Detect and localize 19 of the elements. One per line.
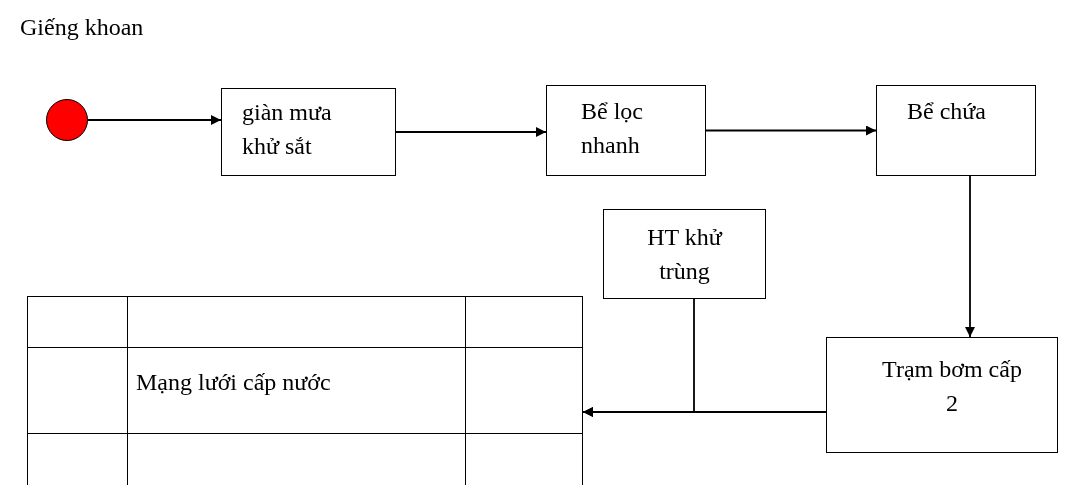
box-text: Trạm bơm cấp 2 [881,355,1023,418]
arrow [965,175,975,338]
node-caption: Giếng khoan [20,13,144,42]
process-box [221,88,396,176]
box-text: Bể chứa [907,97,987,126]
box-text: giàn mưa khử sắt [242,98,333,161]
well-circle [46,99,88,141]
arrow [87,115,222,125]
box-text: HT khử trùng [646,223,724,286]
arrow [705,125,877,136]
process-box [876,85,1036,176]
table-text: Mạng lưới cấp nước [136,368,331,397]
arrow [582,298,695,417]
process-box [603,209,766,299]
box-text: Bể lọc nhanh [581,97,644,160]
arrow [395,127,547,137]
process-box [826,337,1058,453]
network-table [27,296,583,485]
process-box [546,85,706,176]
